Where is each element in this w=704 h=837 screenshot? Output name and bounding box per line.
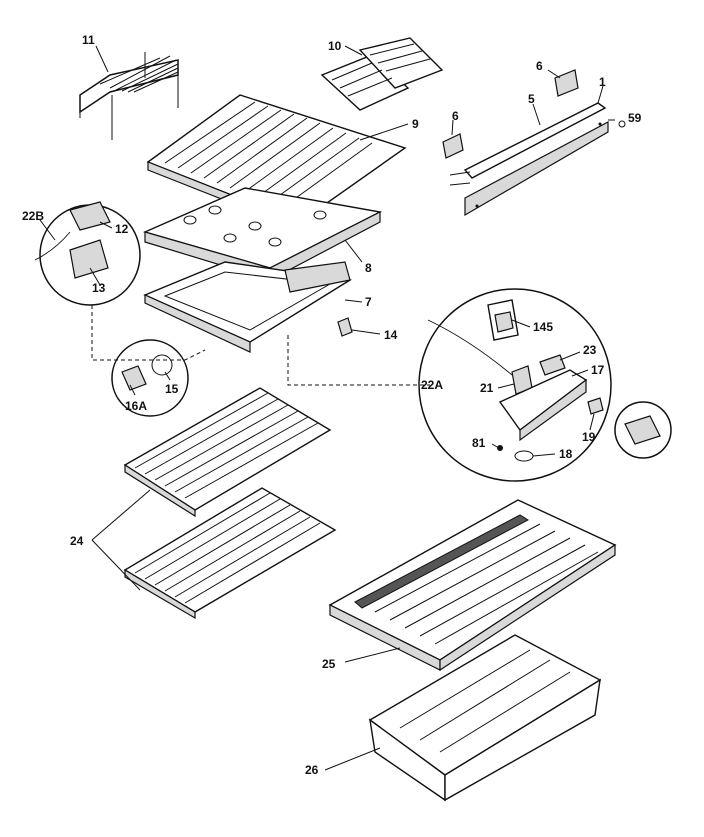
label-24: 24 xyxy=(70,534,84,548)
label-6-mid: 6 xyxy=(452,109,459,123)
inset-left-circle xyxy=(34,201,141,306)
label-8: 8 xyxy=(365,261,372,275)
part-25-crisper-cover xyxy=(328,499,617,672)
label-6-top: 6 xyxy=(536,59,543,73)
label-81: 81 xyxy=(472,436,486,450)
part-labels: 11 10 6 1 5 59 6 9 22B 12 13 8 7 14 145 … xyxy=(22,33,642,777)
part-6-bracket-b xyxy=(442,133,464,159)
label-9: 9 xyxy=(412,117,419,131)
part-6-bracket-a xyxy=(554,69,579,97)
label-17: 17 xyxy=(591,363,605,377)
label-13: 13 xyxy=(92,281,106,295)
label-18: 18 xyxy=(559,447,573,461)
label-26: 26 xyxy=(305,763,319,777)
label-5: 5 xyxy=(528,92,535,106)
part-24-shelf-upper xyxy=(123,387,332,518)
label-145: 145 xyxy=(533,320,553,334)
part-24-shelf-lower xyxy=(123,487,337,620)
label-14: 14 xyxy=(384,328,398,342)
part-5-rail xyxy=(463,102,609,217)
inset-right-circle xyxy=(418,288,612,482)
part-26-crisper-drawer xyxy=(368,634,602,802)
part-10-ice-trays xyxy=(320,37,444,111)
dashed-leaders xyxy=(91,305,430,386)
label-11: 11 xyxy=(82,33,95,47)
leader-lines xyxy=(39,45,615,771)
label-25: 25 xyxy=(322,657,336,671)
label-7: 7 xyxy=(365,295,372,309)
label-12: 12 xyxy=(115,222,129,236)
label-59: 59 xyxy=(628,111,642,125)
part-11-wire-rack xyxy=(79,52,179,140)
part-14-clip xyxy=(337,317,381,337)
label-1: 1 xyxy=(599,75,606,89)
label-15: 15 xyxy=(165,382,179,396)
label-22b: 22B xyxy=(22,209,44,223)
part-59-screw xyxy=(618,120,626,128)
label-21: 21 xyxy=(480,381,494,395)
label-19: 19 xyxy=(582,430,596,444)
label-10: 10 xyxy=(328,39,342,53)
label-23: 23 xyxy=(583,343,597,357)
label-16a: 16A xyxy=(125,399,147,413)
inset-far-right-circle xyxy=(614,401,672,459)
part-7-cover-frame xyxy=(143,261,353,353)
inset-small-circle xyxy=(111,339,189,417)
label-22a: 22A xyxy=(421,378,443,392)
rail-wires xyxy=(449,171,471,186)
